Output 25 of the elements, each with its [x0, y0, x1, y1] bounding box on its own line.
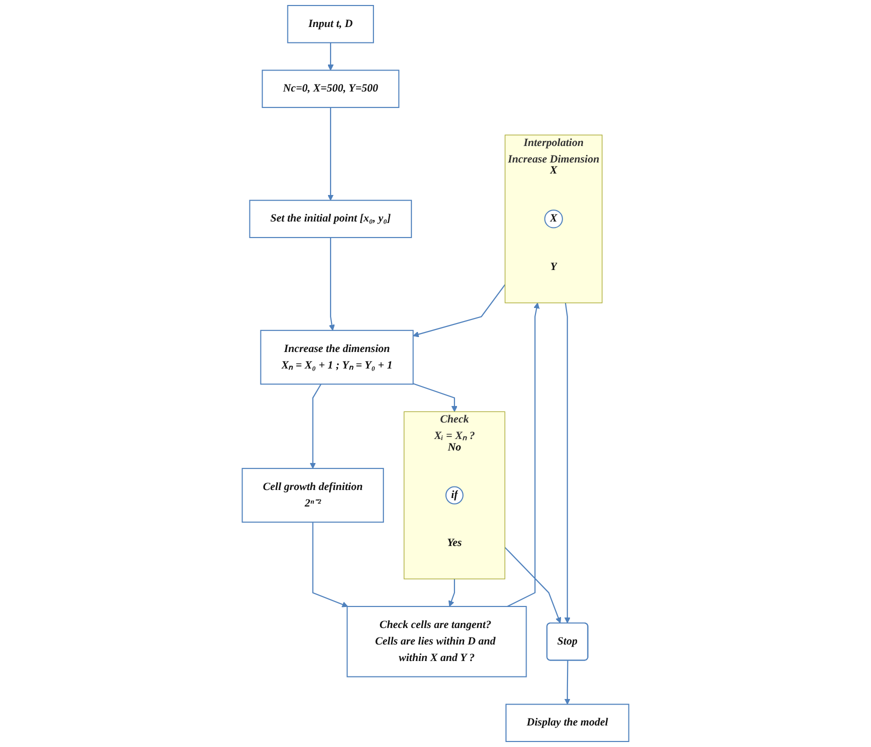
- node-box: Display the model: [505, 704, 630, 742]
- arrow: [412, 284, 506, 338]
- node-box: Set the initial point [x₀, y₀]: [249, 200, 412, 238]
- arrow: [310, 384, 322, 469]
- node-box: Increase the dimension Xₙ = X₀ + 1 ; Yₙ = Y₀ + 1: [260, 330, 414, 385]
- node-label: Y: [550, 260, 557, 273]
- arrow: [328, 238, 335, 331]
- node-box: Input t, D: [287, 5, 374, 44]
- arrow: [507, 302, 540, 607]
- arrow: [448, 578, 456, 607]
- node-box: Check cells are tangent? Cells are lies within D and within X and Y ?: [346, 606, 527, 678]
- arrow: [328, 107, 334, 201]
- node-circle: if: [445, 486, 464, 504]
- node-label: X: [550, 164, 558, 176]
- arrow: [564, 660, 570, 705]
- arrow: [564, 302, 570, 624]
- node-circle: X: [544, 210, 563, 228]
- arrow: [312, 522, 348, 608]
- node-label: Yes: [447, 536, 462, 549]
- arrow: [412, 383, 458, 412]
- node-box: Nc=0, X=500, Y=500: [262, 70, 400, 108]
- node-box: Cell growth definition 2ⁿ⁻²: [242, 468, 384, 523]
- arrow: [504, 546, 562, 624]
- node-label: No: [448, 441, 462, 454]
- arrow: [328, 42, 334, 71]
